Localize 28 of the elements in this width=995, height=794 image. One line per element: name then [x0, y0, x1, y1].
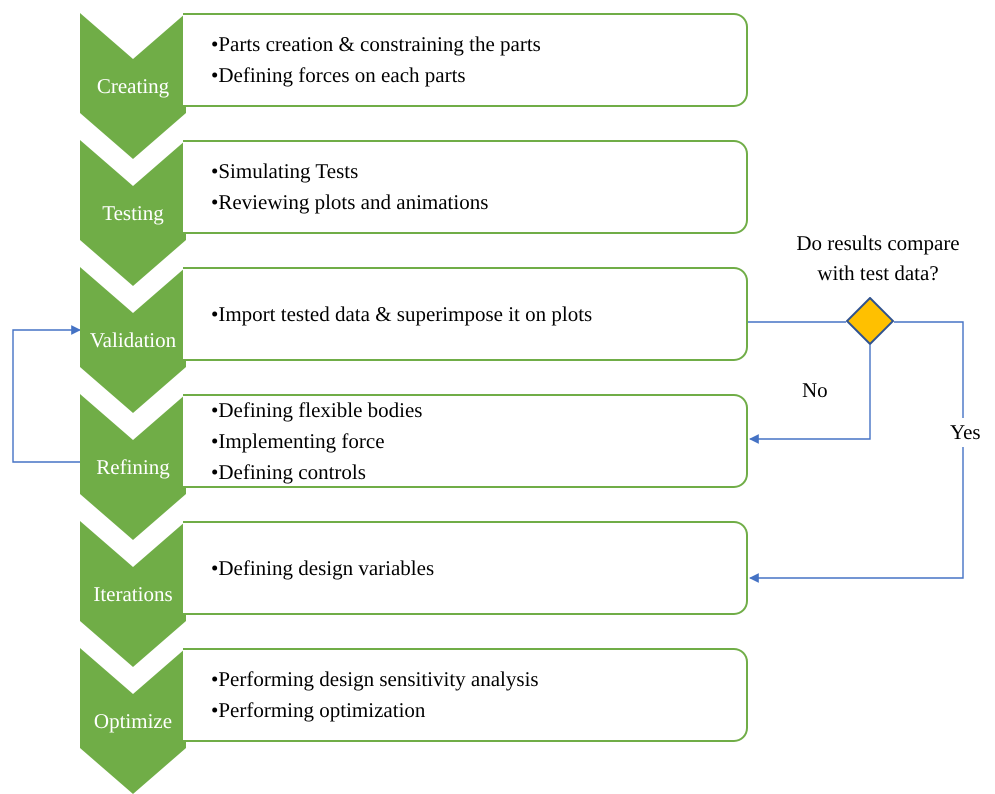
bullet-text: •Import tested data & superimpose it on plots [211, 300, 594, 328]
bullet-text: •Performing optimization [211, 697, 426, 724]
step-label: Creating [96, 74, 170, 99]
bullet-text: •Defining flexible bodies [211, 396, 424, 424]
step-label: Optimize [94, 709, 172, 734]
step-label: Refining [96, 455, 170, 480]
connector-arrow [12, 325, 81, 463]
bullet-text: •Defining forces on each parts [211, 62, 467, 89]
edge-label: Yes [950, 418, 981, 447]
step-label: Validation [90, 328, 176, 353]
connector-arrow [749, 321, 964, 583]
bullet-text: •Simulating Tests [211, 158, 360, 185]
step-label: Iterations [93, 582, 173, 607]
connector-arrow [749, 345, 871, 444]
decision-question: Do results compare with test data? [795, 230, 961, 287]
step-card [183, 648, 748, 742]
step-card [183, 140, 748, 234]
step-card [183, 13, 748, 107]
bullet-text: •Defining controls [211, 458, 367, 486]
step-card [183, 267, 748, 361]
bullet-text: •Implementing force [211, 428, 386, 454]
bullet-text: •Defining design variables [211, 554, 436, 582]
bullet-text: •Reviewing plots and animations [211, 189, 490, 216]
step-label: Testing [102, 201, 164, 226]
step-card [183, 394, 748, 488]
bullet-text: •Performing design sensitivity analysis [211, 666, 540, 693]
step-card [183, 521, 748, 615]
bullet-text: •Parts creation & constraining the parts [211, 31, 542, 58]
